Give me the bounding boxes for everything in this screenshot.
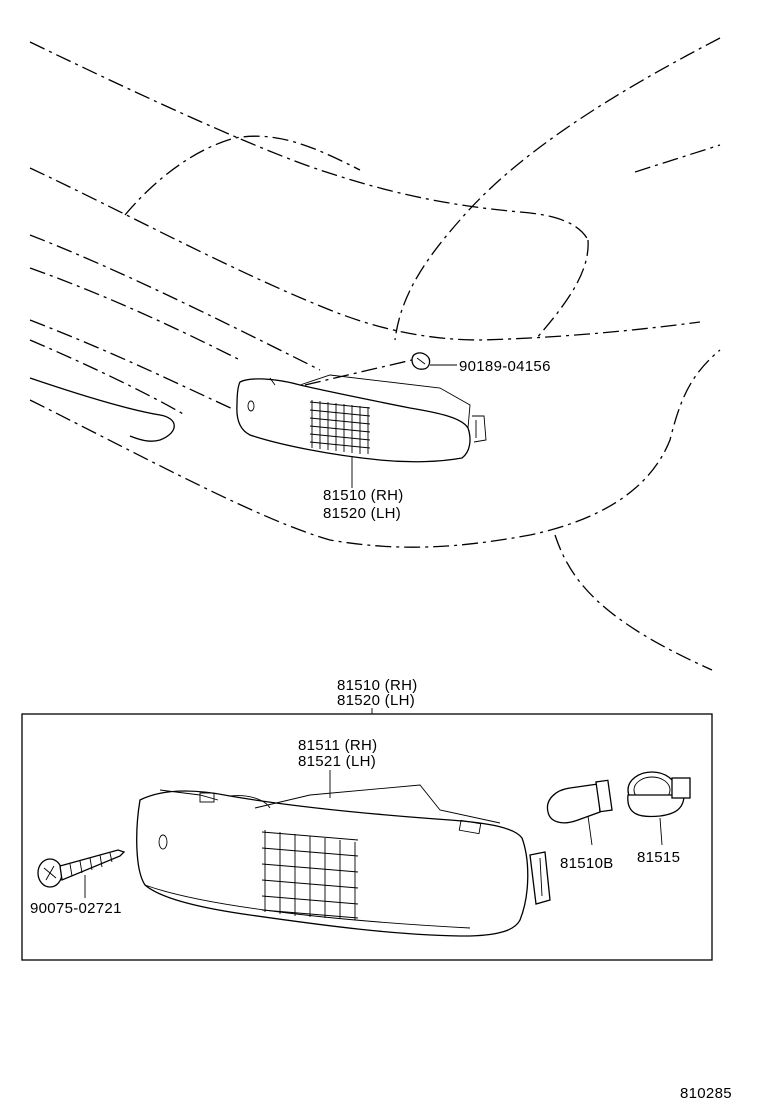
exploded-view-frame [21,713,713,961]
installed-lamp-illustration [236,352,487,488]
socket-part-label: 81515 [637,849,680,866]
screw-part-label: 90075-02721 [30,900,122,917]
bulb-icon [546,779,613,846]
vehicle-outline [29,37,721,671]
socket-icon [627,771,691,846]
upper-lamp-rh-label: 81510 (RH) [323,487,404,504]
upper-lamp-lh-label: 81520 (LH) [323,505,401,522]
screw-icon [37,849,126,898]
diagram-id: 810285 [680,1085,732,1102]
lens-grid-upper [309,400,371,454]
bulb-part-label: 81510B [560,855,614,872]
lens-lh-label: 81521 (LH) [298,753,376,770]
box-title-lh: 81520 (LH) [337,692,415,709]
clip-icon [411,352,431,370]
lens-rh-label: 81511 (RH) [298,737,377,754]
box-title-rh: 81510 (RH) [337,677,418,694]
lamp-assembly-illustration [136,784,551,937]
lens-grid-lower [261,830,359,920]
clip-part-label: 90189-04156 [459,358,551,375]
